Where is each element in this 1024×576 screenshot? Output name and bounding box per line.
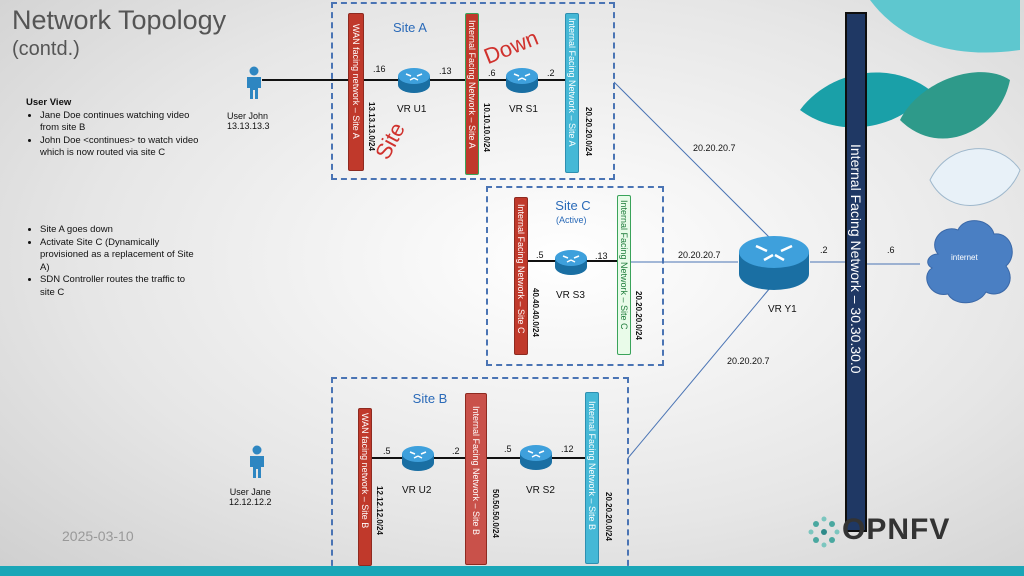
site-b-title: Site B bbox=[412, 391, 448, 406]
router-icon bbox=[520, 445, 552, 470]
site-a-int-subnet: 10.10.10.0/24 bbox=[482, 103, 491, 152]
core-router-name: VR Y1 bbox=[768, 304, 797, 315]
site-a-wan-label: WAN facing network – Site A bbox=[351, 24, 361, 139]
internet-label: internet bbox=[951, 253, 978, 262]
site-b-wan-bar: WAN facing network – Site B bbox=[358, 408, 372, 566]
site-c-int-label: Internal Facing Network – Site C bbox=[516, 204, 526, 334]
opnfv-logo-icon bbox=[808, 516, 840, 548]
site-b-int-bar: Internal Facing Network – Site B bbox=[465, 393, 487, 565]
site-c-title: Site C bbox=[555, 198, 591, 213]
site-a-int2-label: Internal Facing Network – Site A bbox=[567, 18, 577, 147]
slide-date: 2025-03-10 bbox=[62, 528, 134, 544]
site-c-int2-subnet: 20.20.20.0/24 bbox=[634, 291, 643, 340]
site-a-ip-2: .2 bbox=[547, 68, 555, 78]
site-a-router2-name: VR S1 bbox=[509, 104, 538, 115]
event-notes: Site A goes down Activate Site C (Dynami… bbox=[26, 224, 196, 299]
page-subtitle: (contd.) bbox=[12, 38, 80, 60]
event-note: Site A goes down bbox=[40, 224, 196, 237]
core-ip-b: 20.20.20.7 bbox=[727, 356, 770, 366]
user-view-heading: User View bbox=[26, 97, 72, 108]
router-icon bbox=[506, 68, 538, 93]
internet-cloud-icon bbox=[926, 220, 1013, 304]
user-jane-name: User Jane bbox=[229, 487, 271, 497]
site-a-ip-13: .13 bbox=[439, 66, 452, 76]
site-b-ip-5a: .5 bbox=[383, 446, 391, 456]
site-b-int2-label: Internal Facing Network – Site B bbox=[587, 401, 597, 531]
site-b-int-label: Internal Facing Network – Site B bbox=[471, 406, 481, 536]
user-jane-label: User Jane 12.12.12.2 bbox=[229, 487, 272, 507]
site-b-int-subnet: 50.50.50.0/24 bbox=[491, 489, 500, 538]
site-c-ip-13: .13 bbox=[595, 251, 608, 261]
site-b-ip-5b: .5 bbox=[504, 444, 512, 454]
router-icon bbox=[402, 446, 434, 471]
user-john-name: User John bbox=[227, 111, 269, 121]
site-a-ip-16: .16 bbox=[373, 64, 386, 74]
leaf-shape bbox=[870, 0, 1020, 53]
core-ip-2: .2 bbox=[820, 245, 828, 255]
site-a-router1-name: VR U1 bbox=[397, 104, 427, 115]
user-john-icon bbox=[247, 66, 261, 99]
event-note: SDN Controller routes the traffic to sit… bbox=[40, 274, 196, 299]
page-title: Network Topology bbox=[12, 5, 227, 35]
site-c-box bbox=[486, 186, 664, 366]
site-b-router1-name: VR U2 bbox=[402, 485, 432, 496]
core-network-label: Internal Facing Network – 30.30.30.0 bbox=[848, 144, 864, 374]
site-c-int2-label: Internal Facing Network – Site C bbox=[619, 200, 629, 330]
site-a-int2-bar: Internal Facing Network – Site A bbox=[565, 13, 579, 173]
core-ip-a: 20.20.20.7 bbox=[693, 143, 736, 153]
leaf-decoration bbox=[800, 0, 1021, 206]
site-b-ip-2: .2 bbox=[452, 446, 460, 456]
user-view-bullet: John Doe <continues> to watch video whic… bbox=[40, 135, 201, 160]
site-b-router2-name: VR S2 bbox=[526, 485, 555, 496]
user-view-notes: User View Jane Doe continues watching vi… bbox=[26, 97, 201, 160]
router-icon bbox=[398, 68, 430, 93]
site-c-router-name: VR S3 bbox=[556, 290, 585, 301]
site-a-int-bar: Internal Facing Network – Site A bbox=[465, 13, 479, 175]
router-icon bbox=[555, 250, 587, 275]
core-network-bar: Internal Facing Network – 30.30.30.0 bbox=[845, 12, 867, 532]
core-ip-6: .6 bbox=[887, 245, 895, 255]
site-a-ip-6: .6 bbox=[488, 68, 496, 78]
user-view-bullet: Jane Doe continues watching video from s… bbox=[40, 110, 201, 135]
core-ip-c: 20.20.20.7 bbox=[678, 250, 721, 260]
leaf-shape bbox=[900, 72, 1010, 139]
site-b-int2-subnet: 20.20.20.0/24 bbox=[604, 492, 613, 541]
site-c-int-subnet: 40.40.40.0/24 bbox=[531, 288, 540, 337]
event-note: Activate Site C (Dynamically provisioned… bbox=[40, 237, 196, 275]
leaf-shape bbox=[929, 148, 1021, 206]
core-router-icon bbox=[739, 236, 809, 290]
bottom-accent-bar bbox=[0, 566, 1024, 576]
site-c-int-bar: Internal Facing Network – Site C bbox=[514, 197, 528, 355]
site-b-ip-12: .12 bbox=[561, 444, 574, 454]
site-a-int2-subnet: 20.20.20.0/24 bbox=[584, 107, 593, 156]
site-b-wan-subnet: 12.12.12.0/24 bbox=[375, 486, 384, 535]
site-a-int-label: Internal Facing Network – Site A bbox=[467, 20, 477, 149]
user-jane-ip: 12.12.12.2 bbox=[229, 497, 272, 507]
site-a-box bbox=[331, 2, 615, 180]
site-b-wan-label: WAN facing network – Site B bbox=[360, 413, 370, 529]
site-c-status: (Active) bbox=[556, 215, 587, 225]
site-a-wan-subnet: 13.13.13.0/24 bbox=[367, 102, 376, 151]
site-a-title: Site A bbox=[393, 20, 427, 35]
site-b-int2-bar: Internal Facing Network – Site B bbox=[585, 392, 599, 564]
site-a-wan-bar: WAN facing network – Site A bbox=[348, 13, 364, 171]
user-john-ip: 13.13.13.3 bbox=[227, 121, 270, 131]
opnfv-logo-text: OPNFV bbox=[842, 513, 951, 546]
user-jane-icon bbox=[250, 445, 264, 478]
site-c-ip-5: .5 bbox=[536, 250, 544, 260]
site-c-int2-bar: Internal Facing Network – Site C bbox=[617, 195, 631, 355]
user-john-label: User John 13.13.13.3 bbox=[227, 111, 270, 131]
